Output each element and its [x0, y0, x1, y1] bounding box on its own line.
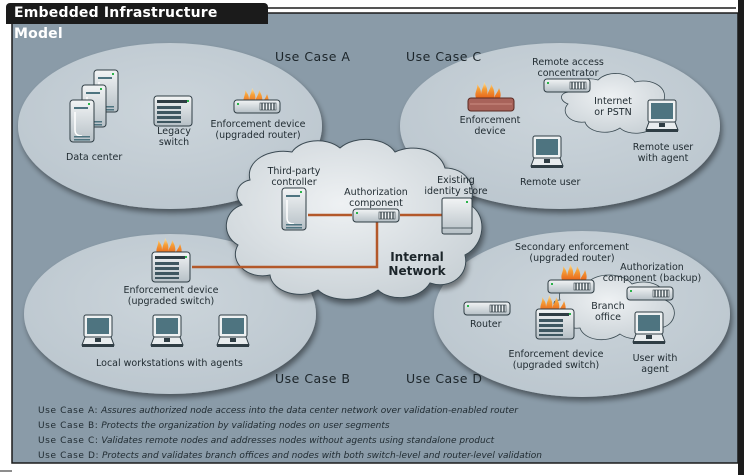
remote-user-label: Remote user	[520, 177, 581, 188]
legend-row: Use Case D: Protects and validates branc…	[38, 449, 542, 464]
remote-user-agent-laptop-icon	[645, 99, 679, 133]
user-agent-label-2: agent	[641, 364, 669, 375]
authorization-component-label-2: component	[349, 198, 403, 209]
diagram-title: Embedded Infrastructure Model	[6, 3, 268, 42]
enforcement-switch-b-label-2: (upgraded switch)	[127, 296, 215, 307]
user-agent-laptop-icon	[632, 311, 666, 345]
secondary-enforcement-label-2: (upgraded router)	[529, 253, 615, 264]
authorization-component-icon	[352, 208, 400, 223]
workstation-3-icon	[216, 314, 250, 348]
legend-text: Assures authorized node access into the …	[101, 406, 518, 416]
use-case-d-label: Use Case D	[406, 371, 483, 386]
authorization-component-label-1: Authorization	[344, 187, 408, 198]
internet-label-2: or PSTN	[594, 107, 632, 118]
user-agent-label-1: User with	[632, 353, 678, 364]
legacy-switch-icon	[153, 95, 193, 127]
network-links	[192, 213, 442, 269]
auth-backup-label-1: Authorization	[620, 262, 684, 273]
authorization-backup-icon	[626, 286, 674, 301]
use-case-b-zone	[24, 234, 316, 394]
internal-network-label-1: Internal	[390, 250, 444, 264]
enforcement-router-a-label-1: Enforcement device	[210, 119, 306, 130]
use-case-c-label: Use Case C	[406, 49, 482, 64]
branch-office-label-2: office	[594, 312, 622, 323]
data-center-label: Data center	[66, 152, 123, 163]
enforcement-switch-d-label-1: Enforcement device	[508, 349, 604, 360]
enforcement-device-c-label-1: Enforcement	[459, 115, 521, 126]
branch-office-label-1: Branch	[591, 301, 625, 312]
legend-key: Use Case C:	[38, 436, 99, 446]
identity-store-icon	[441, 197, 473, 235]
legend-key: Use Case A:	[38, 406, 99, 416]
identity-store-label-2: identity store	[424, 186, 488, 197]
legend-row: Use Case B: Protects the organization by…	[38, 419, 542, 434]
remote-user-laptop-icon	[530, 135, 564, 169]
remote-access-label-1: Remote access	[532, 57, 604, 68]
internet-label-1: Internet	[594, 96, 632, 107]
third-party-controller-icon	[281, 187, 307, 231]
remote-access-label-2: concentrator	[537, 68, 599, 79]
use-case-legend: Use Case A: Assures authorized node acce…	[38, 404, 542, 464]
auth-backup-label-2: component (backup)	[602, 273, 702, 284]
enforcement-switch-d-label-2: (upgraded switch)	[512, 360, 600, 371]
identity-store-label-1: Existing	[437, 175, 475, 186]
internal-network-label-2: Network	[388, 264, 446, 278]
router-icon	[463, 301, 511, 316]
legend-row: Use Case A: Assures authorized node acce…	[38, 404, 542, 419]
enforcement-switch-b-label-1: Enforcement device	[123, 285, 219, 296]
enforcement-device-c-icon	[467, 82, 515, 112]
router-label: Router	[470, 319, 502, 330]
workstation-2-icon	[150, 314, 184, 348]
legend-key: Use Case B:	[38, 421, 99, 431]
legend-text: Protects the organization by validating …	[101, 421, 390, 431]
remote-user-agent-label-1: Remote user	[632, 142, 694, 153]
legacy-switch-label-2: switch	[158, 137, 190, 148]
third-party-controller-label-1: Third-party	[267, 166, 321, 177]
remote-access-concentrator-icon	[543, 78, 591, 93]
workstation-1-icon	[81, 314, 115, 348]
legend-key: Use Case D:	[38, 451, 100, 461]
legend-row: Use Case C: Validates remote nodes and a…	[38, 434, 542, 449]
use-case-b-label: Use Case B	[275, 371, 351, 386]
enforcement-device-c-label-2: device	[474, 126, 506, 137]
workstations-label: Local workstations with agents	[96, 358, 243, 369]
legacy-switch-label-1: Legacy	[157, 126, 191, 137]
enforcement-router-a-label-2: (upgraded router)	[215, 130, 301, 141]
use-case-a-label: Use Case A	[275, 49, 351, 64]
secondary-enforcement-label-1: Secondary enforcement	[515, 242, 629, 253]
third-party-controller-label-2: controller	[271, 177, 317, 188]
legend-text: Validates remote nodes and addresses nod…	[101, 436, 495, 446]
legend-text: Protects and validates branch offices an…	[102, 451, 542, 461]
remote-user-agent-label-2: with agent	[637, 153, 689, 164]
